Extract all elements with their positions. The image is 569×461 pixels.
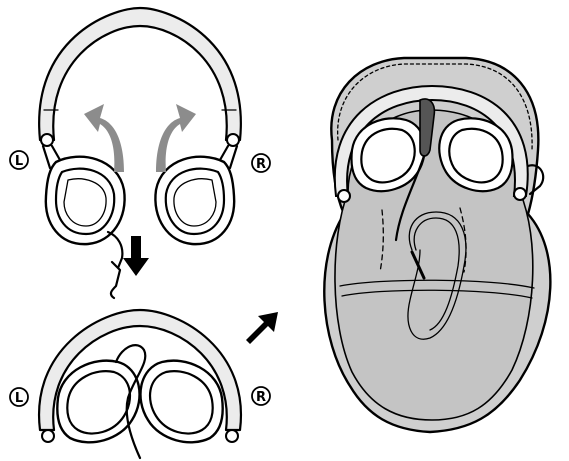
down-arrow-icon <box>123 236 149 276</box>
carrying-case <box>324 58 550 432</box>
hinge-right <box>227 134 239 146</box>
left-marker-2: L <box>10 388 28 406</box>
right-marker-2: R <box>252 387 270 405</box>
svg-text:L: L <box>15 154 23 169</box>
hinge-left <box>41 134 53 146</box>
folded-right-earcup <box>140 361 222 443</box>
svg-text:R: R <box>256 157 266 172</box>
right-marker: R <box>252 154 270 172</box>
left-marker: L <box>10 151 28 169</box>
svg-text:R: R <box>256 390 266 405</box>
diagonal-arrow-icon <box>246 312 278 344</box>
headphones-folded: L R <box>10 310 270 458</box>
headband <box>39 8 241 140</box>
svg-text:L: L <box>15 391 23 406</box>
